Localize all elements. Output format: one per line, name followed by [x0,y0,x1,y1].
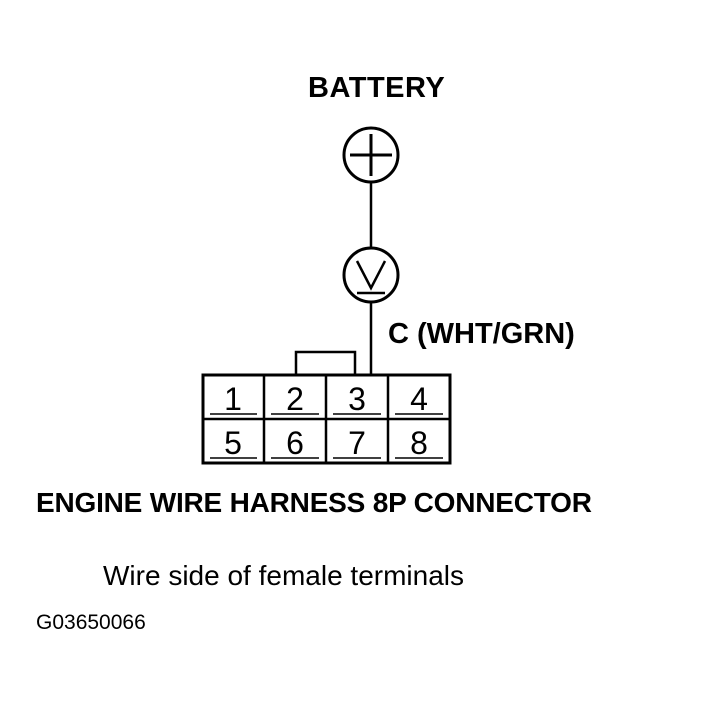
pin-8: 8 [410,425,428,461]
pin-2: 2 [286,381,304,417]
connector-name: ENGINE WIRE HARNESS 8P CONNECTOR [36,487,592,518]
pin-3: 3 [348,381,366,417]
pin-6: 6 [286,425,304,461]
figure-id: G03650066 [36,611,146,634]
connector-lock-tab [294,350,357,375]
pin-4: 4 [410,381,428,417]
pin-1: 1 [224,381,242,417]
wire-label: C (WHT/GRN) [388,318,575,350]
positive-terminal-icon [342,126,400,184]
pin-7: 7 [348,425,366,461]
battery-label: BATTERY [308,72,446,104]
view-note: Wire side of female terminals [103,560,465,591]
connector-body [201,373,452,465]
pin-5: 5 [224,425,242,461]
pin-labels: 1 2 3 4 5 6 7 8 [224,381,428,461]
voltmeter-icon [342,246,400,304]
